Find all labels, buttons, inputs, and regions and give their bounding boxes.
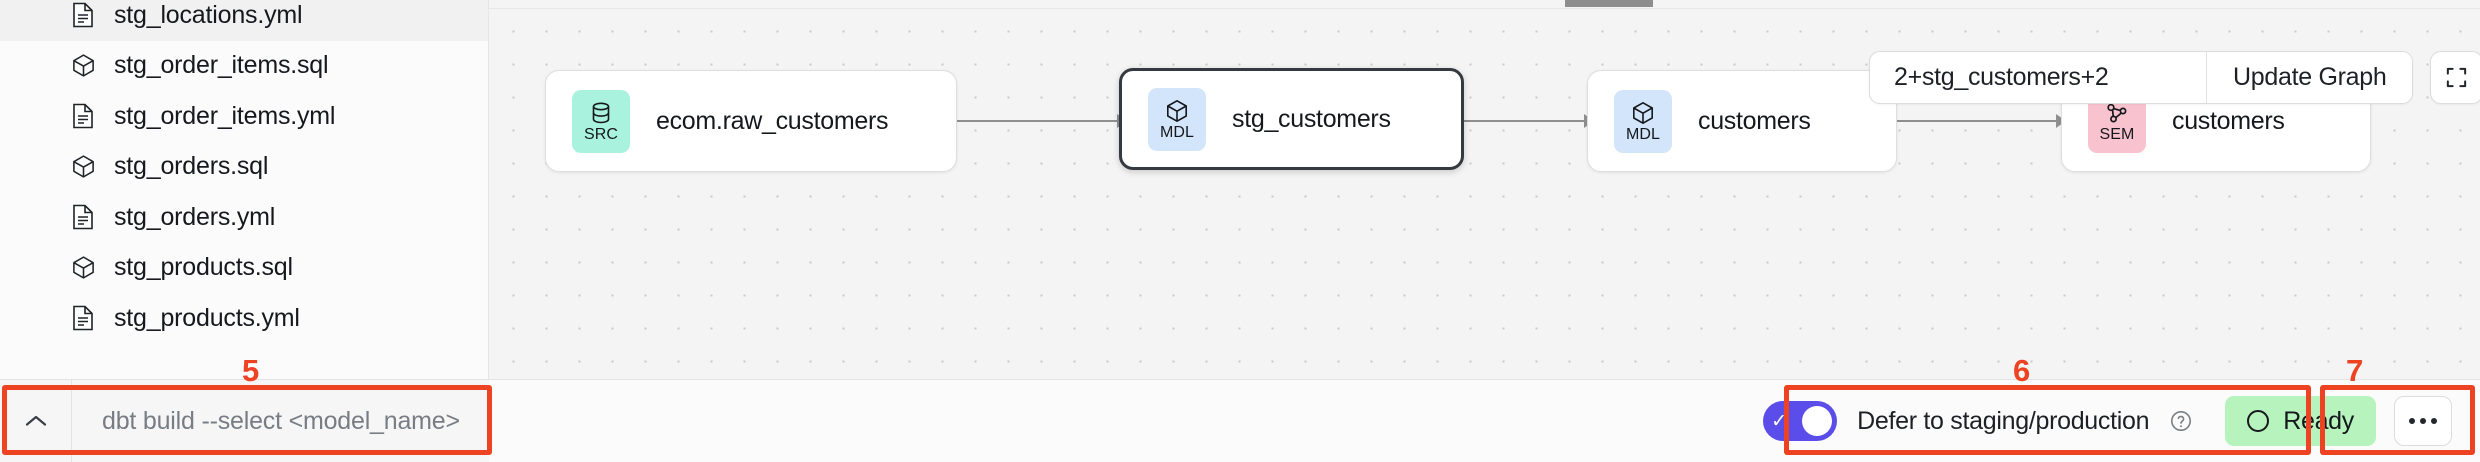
- check-icon: ✓: [1771, 410, 1788, 432]
- lineage-graph-panel: SRC ecom.raw_customers MDL stg_customers: [489, 0, 2480, 462]
- sql-model-icon: [70, 255, 96, 281]
- file-tree-item[interactable]: stg_products.yml: [0, 293, 488, 344]
- graph-node-mdl-stg-customers[interactable]: MDL stg_customers: [1119, 68, 1464, 170]
- more-dot: [2420, 418, 2426, 424]
- defer-toggle-label: Defer to staging/production: [1857, 406, 2150, 435]
- active-tab-indicator: [1565, 0, 1653, 7]
- yml-file-icon: [70, 204, 96, 230]
- file-list: stg_locations.yml stg_order_items.sql: [0, 0, 488, 344]
- more-horizontal-icon[interactable]: [2394, 396, 2452, 446]
- more-dot: [2431, 418, 2437, 424]
- file-name: stg_orders.yml: [114, 202, 276, 231]
- update-graph-button[interactable]: Update Graph: [2206, 52, 2413, 103]
- file-tree-item[interactable]: stg_order_items.yml: [0, 91, 488, 142]
- status-circle-icon: [2247, 410, 2270, 432]
- edge-stg-to-mdl: [1425, 120, 1590, 122]
- file-tree-item[interactable]: stg_orders.yml: [0, 192, 488, 243]
- edge-src-to-stg: [955, 120, 1123, 122]
- file-name: stg_products.sql: [114, 253, 293, 282]
- node-label: customers: [1698, 106, 1811, 135]
- edge-mdl-to-sem: [1896, 120, 2062, 122]
- chevron-up-icon[interactable]: [0, 380, 72, 462]
- file-name: stg_products.yml: [114, 303, 300, 332]
- graph-selector-input[interactable]: 2+stg_customers+2: [1894, 63, 2109, 91]
- node-label: stg_customers: [1232, 104, 1391, 133]
- fullscreen-icon[interactable]: [2430, 51, 2480, 104]
- command-bar[interactable]: dbt build --select <model_name>: [0, 379, 489, 462]
- node-label: customers: [2172, 106, 2285, 135]
- file-tree-sidebar: stg_locations.yml stg_order_items.sql: [0, 0, 489, 462]
- node-label: ecom.raw_customers: [656, 106, 889, 135]
- graph-node-src-ecom-raw-customers[interactable]: SRC ecom.raw_customers: [545, 70, 957, 172]
- node-badge-src: SRC: [572, 89, 630, 153]
- file-tree-item[interactable]: stg_locations.yml: [0, 0, 488, 41]
- node-badge-label: MDL: [1159, 123, 1195, 141]
- file-tree-item[interactable]: stg_orders.sql: [0, 142, 488, 193]
- yml-file-icon: [70, 305, 96, 331]
- network-icon: [2107, 103, 2127, 122]
- graph-toolbar: 2+stg_customers+2 Update Graph: [1869, 51, 2480, 104]
- toggle-knob: [1802, 406, 1833, 436]
- file-name: stg_order_items.sql: [114, 51, 329, 80]
- file-name: stg_order_items.yml: [114, 101, 336, 130]
- cube-icon: [1167, 99, 1187, 122]
- defer-toggle-group: ✓ Defer to staging/production: [1763, 401, 2193, 441]
- file-name: stg_locations.yml: [114, 0, 303, 29]
- file-name: stg_orders.sql: [114, 152, 269, 181]
- node-badge-label: SEM: [2099, 125, 2135, 143]
- node-badge-mdl: MDL: [1148, 87, 1206, 151]
- lineage-canvas[interactable]: SRC ecom.raw_customers MDL stg_customers: [489, 10, 2480, 389]
- node-badge-mdl: MDL: [1614, 89, 1672, 153]
- yml-file-icon: [70, 103, 96, 129]
- sql-model-icon: [70, 53, 96, 79]
- defer-toggle-switch[interactable]: ✓: [1763, 401, 1838, 441]
- status-badge-label: Ready: [2283, 406, 2354, 435]
- node-badge-label: MDL: [1625, 125, 1661, 143]
- sql-model-icon: [70, 154, 96, 180]
- node-badge-label: SRC: [583, 125, 619, 143]
- status-bar: ✓ Defer to staging/production Ready: [489, 379, 2480, 462]
- status-group: Ready: [2225, 396, 2452, 446]
- command-input[interactable]: dbt build --select <model_name>: [102, 406, 460, 435]
- help-circle-icon[interactable]: [2169, 409, 2193, 433]
- database-icon: [592, 101, 610, 123]
- graph-node-mdl-customers[interactable]: MDL customers: [1587, 70, 1897, 172]
- status-badge[interactable]: Ready: [2225, 396, 2376, 446]
- cube-icon: [1633, 101, 1653, 124]
- graph-selector-group: 2+stg_customers+2 Update Graph: [1869, 51, 2414, 104]
- panel-top-edge: [489, 0, 2480, 9]
- more-dot: [2409, 418, 2415, 424]
- yml-file-icon: [70, 2, 96, 28]
- file-tree-item[interactable]: stg_products.sql: [0, 243, 488, 294]
- file-tree-item[interactable]: stg_order_items.sql: [0, 41, 488, 92]
